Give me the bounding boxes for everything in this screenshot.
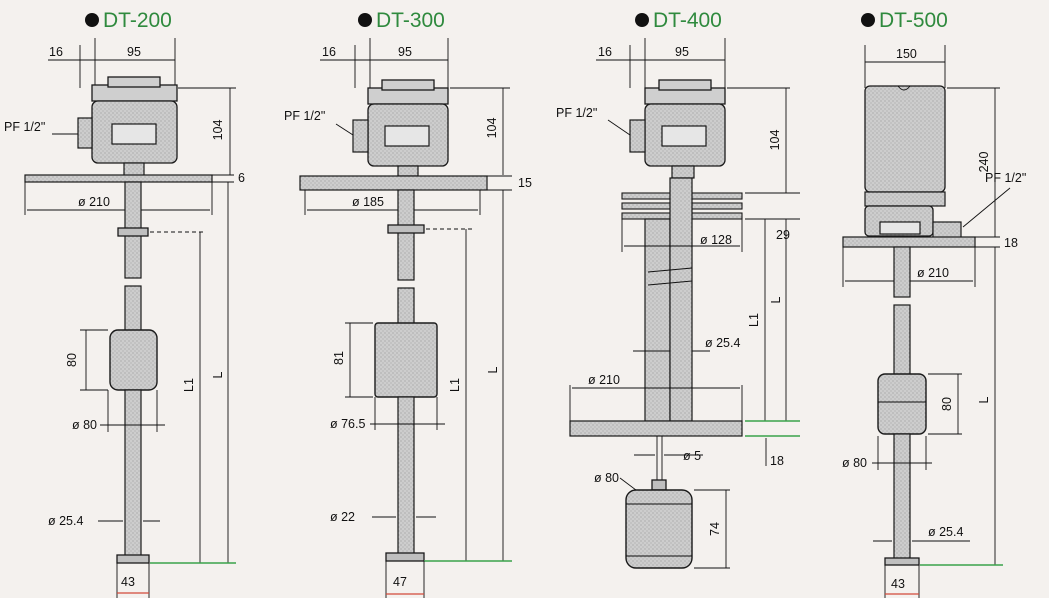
stop-collar (116, 554, 150, 564)
flange (842, 236, 976, 248)
dim-tube-diameter: ø 128 (700, 233, 732, 247)
dim-flange-diameter: ø 185 (352, 195, 384, 209)
nameplate (879, 221, 921, 235)
dim-head-width: 95 (127, 45, 141, 59)
float (877, 373, 927, 435)
dim-head-height: 104 (768, 130, 782, 151)
title-bullet-icon (861, 13, 875, 27)
dim-head-height: 240 (977, 152, 991, 173)
model-title: DT-300 (376, 9, 445, 32)
nameplate (384, 125, 430, 147)
dim-float-height: 80 (65, 353, 79, 367)
dim-float-height: 81 (332, 351, 346, 365)
dim-l: L (486, 366, 500, 373)
conduit-label: PF 1/2" (4, 120, 45, 134)
conduit-port (629, 119, 646, 153)
float (109, 329, 158, 391)
dim-flange-thickness: 15 (518, 176, 532, 190)
dim-flange-diameter: ø 210 (78, 195, 110, 209)
dim-float-diameter: ø 80 (72, 418, 97, 432)
title-bullet-icon (358, 13, 372, 27)
dim-flange-thickness: 18 (770, 454, 784, 468)
conduit-label: PF 1/2" (556, 106, 597, 120)
dim-float-diameter: ø 76.5 (330, 417, 365, 431)
float (374, 322, 438, 398)
rod (669, 177, 693, 422)
dim-l1: L1 (182, 378, 196, 392)
conduit-label: PF 1/2" (284, 109, 325, 123)
guide-tube (644, 218, 671, 422)
flange (299, 175, 488, 191)
conduit-port (77, 117, 93, 149)
model-dt-400: DT-400 16 95 PF 1/2" 104 29 ø (556, 9, 800, 569)
model-dt-200: DT-200 16 95 PF 1/2" 104 6 ø 210 (4, 9, 245, 598)
dim-float-diameter: ø 80 (594, 471, 619, 485)
dim-wire-diameter: ø 5 (683, 449, 701, 463)
dim-stem-diameter: ø 25.4 (48, 514, 83, 528)
dim-l1: L1 (747, 313, 761, 327)
dim-stem-diameter: ø 25.4 (928, 525, 963, 539)
dim-flange-thickness: 18 (1004, 236, 1018, 250)
dim-head-height: 104 (211, 120, 225, 141)
model-dt-500: DT-500 150 PF 1/2" 240 18 ø 210 (842, 9, 1026, 598)
stem-lower (397, 396, 415, 558)
flange (569, 420, 743, 437)
dim-plates-thickness: 29 (776, 228, 790, 242)
dim-flange-thickness: 6 (238, 171, 245, 185)
dim-flange-diameter: ø 210 (917, 266, 949, 280)
head-housing (864, 85, 946, 193)
dim-connector-width: 16 (49, 45, 63, 59)
title-bullet-icon (635, 13, 649, 27)
dim-float-height: 74 (708, 522, 722, 536)
conduit-port (352, 119, 369, 153)
dim-connector-width: 16 (598, 45, 612, 59)
dim-head-width: 95 (398, 45, 412, 59)
dim-head-width: 95 (675, 45, 689, 59)
dim-connector-width: 16 (322, 45, 336, 59)
dim-stem-diameter: ø 22 (330, 510, 355, 524)
dim-l: L (211, 371, 225, 378)
dim-l: L (977, 396, 991, 403)
model-title: DT-400 (653, 9, 722, 32)
stop-collar (385, 552, 425, 562)
title-bullet-icon (85, 13, 99, 27)
stem-upper (893, 246, 911, 298)
dim-l: L (769, 296, 783, 303)
dim-tip-width: 47 (393, 575, 407, 589)
model-dt-300: DT-300 16 95 PF 1/2" 104 15 ø 185 (284, 9, 532, 598)
nameplate (111, 123, 157, 145)
dim-float-height: 80 (940, 397, 954, 411)
stem-upper (397, 189, 415, 281)
stem-lower (893, 433, 911, 563)
dim-l1: L1 (448, 378, 462, 392)
dim-head-height: 104 (485, 118, 499, 139)
dim-flange-diameter: ø 210 (588, 373, 620, 387)
dim-rod-diameter: ø 25.4 (705, 336, 740, 350)
flange (24, 174, 213, 183)
conduit-label: PF 1/2" (985, 171, 1026, 185)
dim-tip-width: 43 (891, 577, 905, 591)
dim-float-diameter: ø 80 (842, 456, 867, 470)
stem-lower (124, 389, 142, 561)
float (625, 489, 693, 569)
dim-tip-width: 43 (121, 575, 135, 589)
model-title: DT-500 (879, 9, 948, 32)
dim-head-width: 150 (896, 47, 917, 61)
nameplate (661, 125, 707, 147)
stop-collar (884, 557, 920, 566)
model-title: DT-200 (103, 9, 172, 32)
